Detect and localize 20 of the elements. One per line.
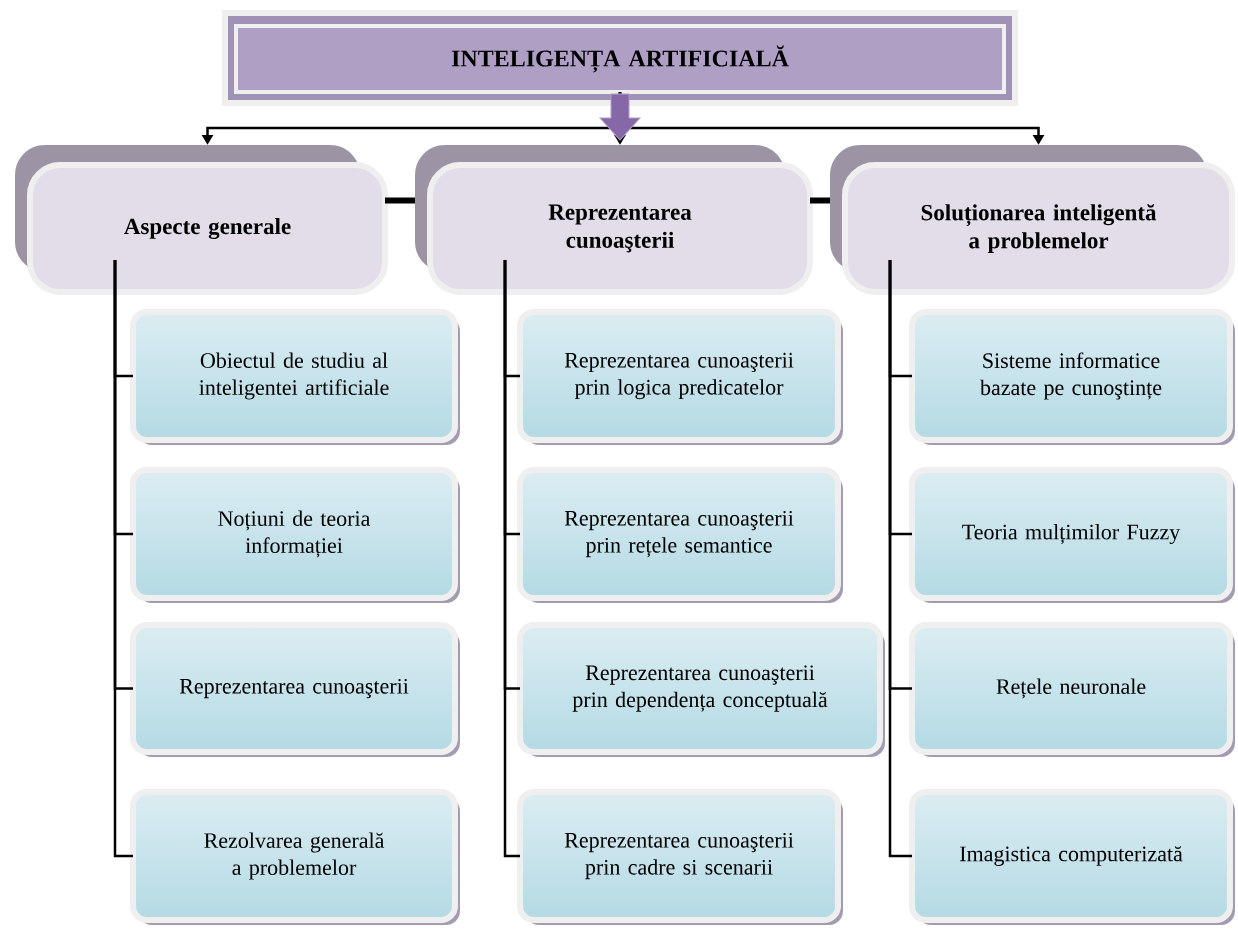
block-arrow (599, 93, 641, 141)
branch-line (888, 260, 912, 858)
topic-box: Reprezentarea cunoaşterii prin rețele semantice (517, 467, 843, 603)
title-box: INTELIGENȚA ARTIFICIALĂ (222, 10, 1018, 106)
branch-line (503, 260, 520, 858)
topic-box: Obiectul de studiu al inteligentei artificiale (130, 309, 460, 445)
topic-box: Rețele neuronale (909, 622, 1235, 757)
topic-box: Sisteme informatice bazate pe cunoştințe (909, 309, 1235, 445)
category-box: Aspecte generale (15, 145, 388, 295)
category-box: Soluționarea inteligentă a problemelor (830, 145, 1235, 295)
branch-line (113, 260, 133, 858)
topic-box: Reprezentarea cunoaşterii prin logica predicatelor (517, 309, 843, 445)
topic-box: Rezolvarea generală a problemelor (130, 789, 460, 925)
topic-box: Reprezentarea cunoaşterii prin cadre si scenarii (517, 789, 843, 925)
category-box: Reprezentarea cunoaşterii (415, 145, 813, 295)
topic-box: Noțiuni de teoria informației (130, 467, 460, 603)
topic-box: Reprezentarea cunoaşterii prin dependența conceptuală (517, 622, 885, 757)
topic-box: Teoria mulțimilor Fuzzy (909, 467, 1235, 603)
topic-box: Reprezentarea cunoaşterii (130, 622, 460, 757)
topic-box: Imagistica computerizată (909, 789, 1235, 925)
